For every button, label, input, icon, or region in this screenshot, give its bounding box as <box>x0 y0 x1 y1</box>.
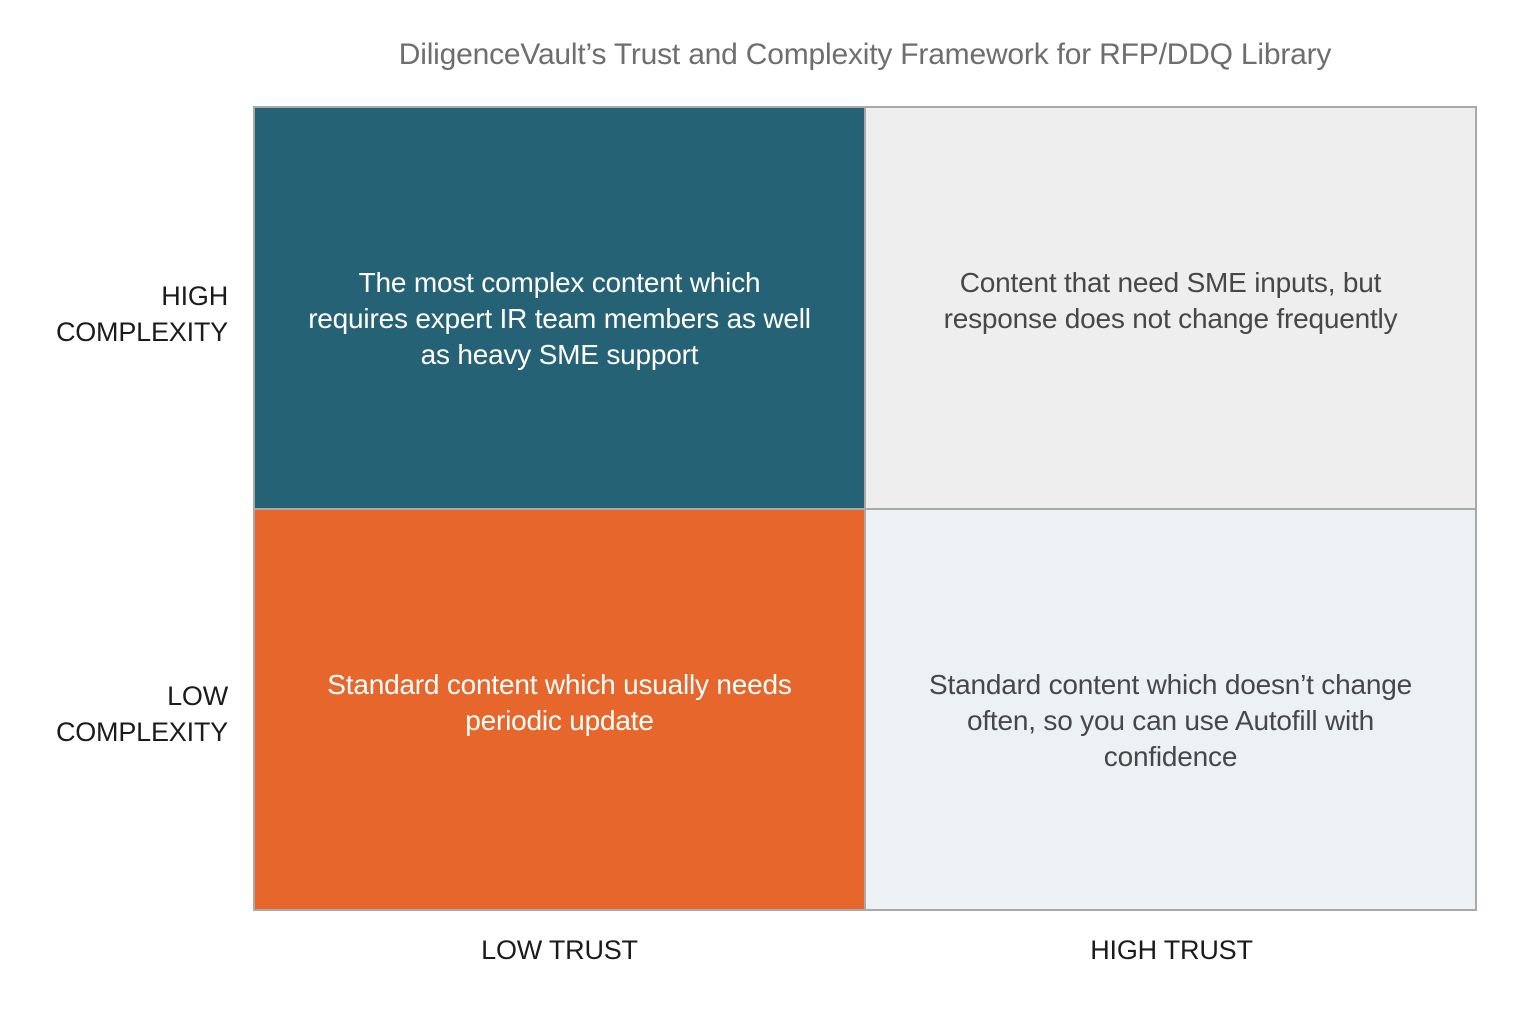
quadrant-text-high-complexity-high-trust: Content that need SME inputs, but respon… <box>943 267 1398 334</box>
quadrant-matrix: The most complex content which requires … <box>253 106 1477 911</box>
x-axis-label-high-trust: HIGH TRUST <box>1090 935 1253 965</box>
quadrant-text-high-complexity-low-trust: The most complex content which requires … <box>308 267 811 370</box>
quadrant-low-complexity-low-trust: Standard content which usually needs per… <box>255 509 864 909</box>
quadrant-high-complexity-high-trust: Content that need SME inputs, but respon… <box>866 108 1475 508</box>
quadrant-low-complexity-high-trust: Standard content which doesn’t change of… <box>866 509 1475 909</box>
quadrant-high-complexity-low-trust: The most complex content which requires … <box>255 108 864 508</box>
chart-title: DiligenceVault’s Trust and Complexity Fr… <box>398 38 1332 71</box>
y-axis-label-low-complexity: LOW COMPLEXITY <box>55 681 228 747</box>
quadrant-text-low-complexity-low-trust: Standard content which usually needs per… <box>327 668 792 736</box>
quadrant-text-low-complexity-high-trust: Standard content which doesn’t change of… <box>929 668 1412 772</box>
x-axis-label-low-trust: LOW TRUST <box>481 935 638 965</box>
y-axis-label-high-complexity: HIGH COMPLEXITY <box>55 281 228 347</box>
